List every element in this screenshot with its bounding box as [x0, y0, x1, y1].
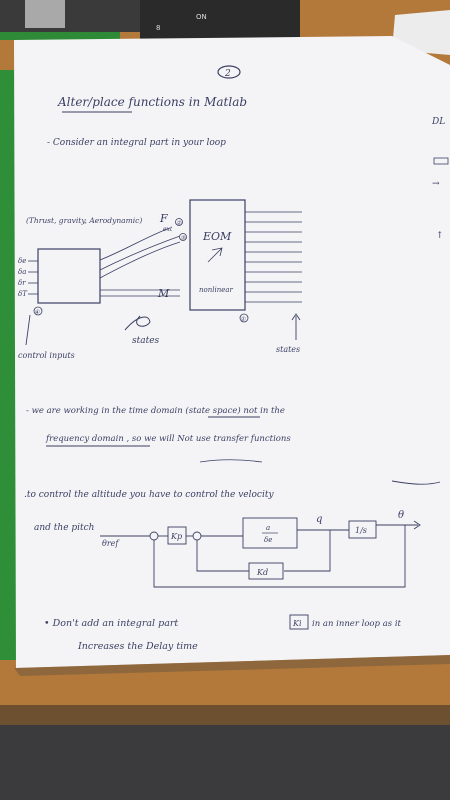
heading: Alter/place functions in Matlab	[57, 95, 247, 109]
mark-circle-1-text: ①	[240, 316, 246, 323]
kd-label: Kd	[256, 568, 268, 577]
mark-circle-2-text: ②	[176, 220, 182, 227]
ki-box	[289, 614, 309, 630]
bottom-floor	[0, 705, 450, 725]
kp-label: Kp	[170, 532, 182, 541]
force-f-sub: ext	[163, 226, 173, 233]
eom-sub: nonlinear	[199, 286, 234, 294]
mark-circle-3-text: ③	[180, 235, 186, 242]
device-connector	[25, 0, 65, 28]
moment-m: M	[157, 287, 170, 300]
notebook-page	[14, 36, 450, 668]
velocity-underline	[391, 480, 441, 485]
note-time-domain-1: - we are working in the time domain (sta…	[26, 405, 285, 416]
right-mark-box	[433, 157, 449, 165]
right-mark-dl: DL	[431, 117, 445, 127]
inner-feedback-line	[284, 530, 331, 572]
eom-output-lines	[245, 211, 302, 303]
separator-stroke	[199, 459, 263, 463]
forces-curve	[99, 227, 171, 261]
mark-circle-3	[179, 233, 187, 241]
control-inputs-label: control inputs	[18, 351, 75, 360]
ki-label: Ki	[292, 619, 302, 628]
q-label: q	[316, 514, 322, 525]
input-dt: δT	[18, 290, 28, 298]
note-integral-3: Increases the Delay time	[77, 641, 198, 652]
page-number: 2	[224, 69, 231, 79]
states-label-lower: states	[132, 336, 160, 346]
right-mark-arrow: →	[432, 179, 440, 189]
controller-block	[37, 248, 101, 304]
force-f: F	[159, 212, 168, 225]
electronic-device	[0, 0, 140, 32]
input-dr: δr	[18, 279, 26, 287]
note-time-domain-2: frequency domain , so we will Not use tr…	[45, 434, 291, 444]
states-label-right: states	[276, 345, 300, 354]
input-da: δa	[18, 268, 26, 276]
note-control-1: .to control the altitude you have to con…	[24, 490, 274, 500]
kd-to-sum-line	[196, 540, 249, 572]
note-integral-2a: • Don't add an integral part	[44, 618, 178, 629]
flow-line-2	[99, 241, 181, 279]
scribble-icon	[124, 315, 151, 331]
forces-label: (Thrust, gravity, Aerodynamic)	[26, 216, 142, 225]
device-panel	[140, 0, 300, 40]
input-de: δe	[18, 257, 26, 265]
note-integral: - Consider an integral part in your loop	[47, 138, 226, 148]
device-logo: ON	[196, 13, 207, 21]
note-control-2: and the pitch	[34, 523, 94, 533]
outer-feedback-line	[153, 525, 406, 588]
device-label: 8	[156, 24, 160, 32]
eom-arrow-icon	[207, 247, 223, 263]
page-shadow	[14, 655, 450, 676]
mark-circle-1	[239, 313, 249, 323]
green-circuit-board-side	[0, 70, 18, 660]
mark-circle-4	[33, 306, 43, 316]
output-arrowhead	[413, 520, 421, 530]
plant-den: δe	[264, 536, 272, 544]
flow-line-1	[99, 235, 181, 271]
bottom-fabric	[0, 720, 450, 800]
eom-block	[189, 199, 246, 311]
page-number-circle	[217, 65, 241, 79]
note-integral-2b: in an inner loop as it	[312, 619, 402, 629]
integrator-block	[348, 520, 377, 539]
control-arrow	[25, 314, 31, 346]
theta-ref: θref	[102, 539, 120, 548]
right-mark-up: ↑	[436, 231, 444, 241]
eom-label: EOM	[202, 230, 232, 243]
plant-num: a	[266, 524, 270, 532]
plant-block	[242, 517, 298, 549]
mark-circle-4-text: ④	[34, 309, 40, 316]
theta-out: θ	[398, 510, 404, 521]
integrator-label: 1/s	[355, 526, 367, 535]
states-arrowhead-right	[291, 313, 301, 321]
kp-block	[167, 526, 187, 545]
mark-circle-2	[175, 218, 183, 226]
